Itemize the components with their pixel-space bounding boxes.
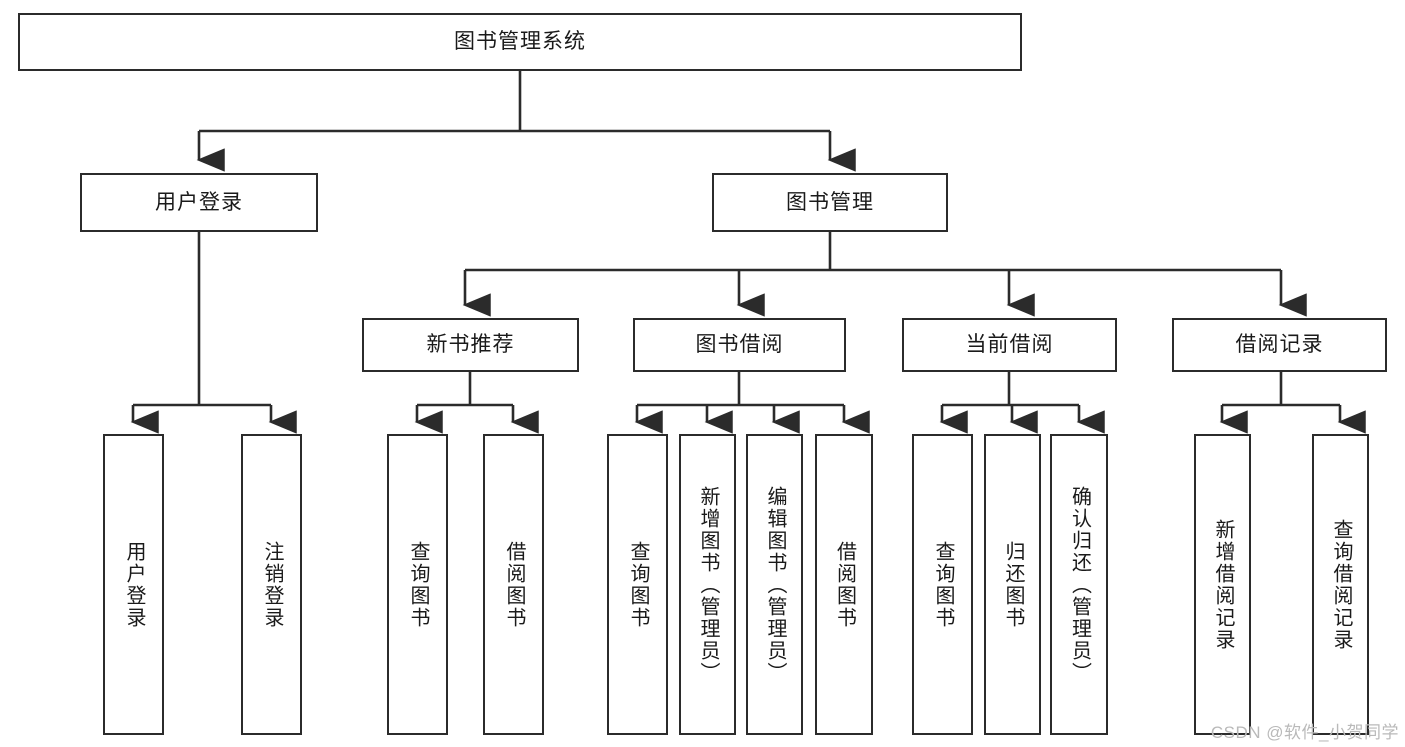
leaf-borrow-book[interactable]: 借阅图书 (815, 434, 873, 735)
leaf-add-borrow-record-label: 新增借阅记录 (1212, 518, 1234, 651)
leaf-borrow-book-rec[interactable]: 借阅图书 (483, 434, 544, 735)
leaf-logout-label: 注销登录 (261, 540, 283, 629)
node-book-management-label: 图书管理 (786, 190, 874, 214)
node-user-login[interactable]: 用户登录 (80, 173, 318, 232)
leaf-query-book-borrow[interactable]: 查询图书 (607, 434, 668, 735)
leaf-edit-book-label: 编辑图书（管理员） (764, 485, 786, 684)
leaf-add-book[interactable]: 新增图书（管理员） (679, 434, 736, 735)
leaf-add-book-label: 新增图书（管理员） (697, 485, 719, 684)
leaf-edit-book[interactable]: 编辑图书（管理员） (746, 434, 803, 735)
node-new-book-recommend-label: 新书推荐 (426, 333, 515, 357)
node-root-label: 图书管理系统 (454, 30, 586, 54)
node-root[interactable]: 图书管理系统 (18, 13, 1022, 71)
node-book-borrow[interactable]: 图书借阅 (633, 318, 846, 372)
node-current-borrow[interactable]: 当前借阅 (902, 318, 1117, 372)
leaf-query-book-current-label: 查询图书 (932, 540, 954, 629)
node-book-management[interactable]: 图书管理 (712, 173, 948, 232)
leaf-query-book-rec-label: 查询图书 (407, 540, 429, 629)
leaf-confirm-return-label: 确认归还（管理员） (1068, 485, 1091, 684)
leaf-confirm-return[interactable]: 确认归还（管理员） (1050, 434, 1108, 735)
leaf-query-book-current[interactable]: 查询图书 (912, 434, 973, 735)
watermark: CSDN @软件_小贺同学 (1210, 723, 1399, 742)
node-book-borrow-label: 图书借阅 (695, 333, 784, 357)
node-user-login-label: 用户登录 (155, 190, 243, 214)
leaf-logout[interactable]: 注销登录 (241, 434, 302, 735)
leaf-query-borrow-record-label: 查询借阅记录 (1330, 518, 1352, 651)
leaf-query-borrow-record[interactable]: 查询借阅记录 (1312, 434, 1369, 735)
leaf-add-borrow-record[interactable]: 新增借阅记录 (1194, 434, 1251, 735)
leaf-user-login-label: 用户登录 (123, 540, 145, 629)
leaf-query-book-borrow-label: 查询图书 (627, 540, 649, 629)
node-borrow-record-label: 借阅记录 (1235, 333, 1324, 357)
node-new-book-recommend[interactable]: 新书推荐 (362, 318, 579, 372)
leaf-query-book-rec[interactable]: 查询图书 (387, 434, 448, 735)
leaf-user-login[interactable]: 用户登录 (103, 434, 164, 735)
node-borrow-record[interactable]: 借阅记录 (1172, 318, 1387, 372)
leaf-return-book[interactable]: 归还图书 (984, 434, 1041, 735)
leaf-return-book-label: 归还图书 (1002, 540, 1024, 629)
leaf-borrow-book-label: 借阅图书 (833, 540, 856, 629)
leaf-borrow-book-rec-label: 借阅图书 (503, 540, 525, 629)
node-current-borrow-label: 当前借阅 (965, 333, 1054, 357)
